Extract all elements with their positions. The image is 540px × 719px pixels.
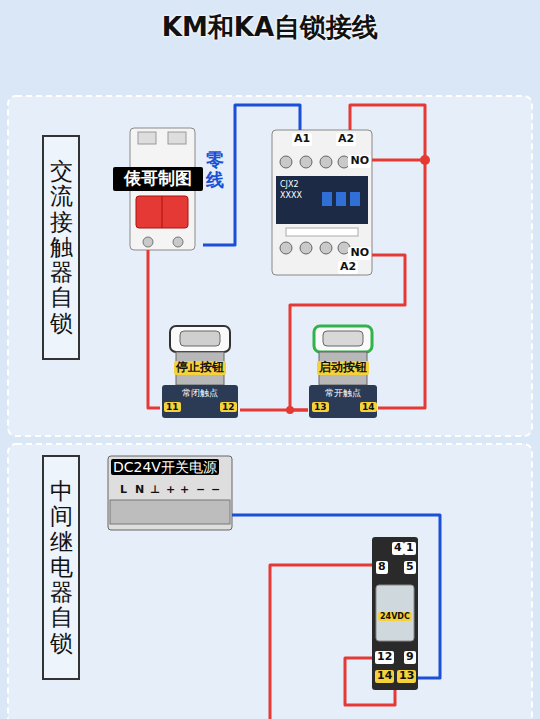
contactor-label: XXXX bbox=[280, 191, 302, 200]
contactor-symbol bbox=[276, 176, 368, 224]
contactor-symbol bbox=[322, 192, 332, 206]
wire bbox=[270, 105, 425, 719]
junction-dot bbox=[286, 155, 430, 414]
wire bbox=[345, 658, 395, 705]
start-button-label: 14 bbox=[360, 402, 377, 412]
start-button-symbol bbox=[323, 331, 363, 346]
stop-button-symbol bbox=[180, 331, 220, 346]
breaker: 俵哥制图 bbox=[113, 125, 203, 250]
section-box: 交流接触器自锁 bbox=[42, 135, 80, 360]
breaker-symbol bbox=[162, 196, 163, 228]
relay-label: 12 bbox=[375, 651, 394, 664]
power-supply: DC24V开关电源LN⊥++−− bbox=[108, 456, 232, 530]
relay-symbol bbox=[376, 585, 414, 641]
contactor-symbol bbox=[272, 130, 372, 275]
power-supply-symbol bbox=[108, 456, 232, 530]
contactor-symbol bbox=[350, 192, 360, 206]
contactor-symbol bbox=[320, 242, 332, 254]
stop-button: 停止按钮常闭触点11 12 bbox=[160, 322, 240, 418]
wire bbox=[350, 105, 425, 160]
relay-label: 13 bbox=[397, 670, 416, 683]
stop-button-label: 11 bbox=[164, 402, 181, 412]
wire bbox=[203, 105, 300, 245]
stop-button-symbol bbox=[170, 326, 230, 352]
stop-button-label: 常闭触点 bbox=[182, 388, 218, 398]
panel bbox=[8, 96, 532, 719]
contactor-symbol bbox=[280, 156, 292, 168]
section-box: 中间继电器自锁 bbox=[42, 455, 80, 680]
contactor-symbol bbox=[320, 156, 332, 168]
power-supply-label: L bbox=[120, 484, 127, 497]
relay-label: 24VDC bbox=[378, 612, 412, 621]
power-supply-label: + bbox=[166, 484, 175, 497]
stop-button-symbol bbox=[162, 326, 238, 418]
contactor-label: A2 bbox=[338, 261, 358, 274]
contactor-symbol bbox=[280, 242, 292, 254]
contactor-label: NO bbox=[348, 155, 371, 168]
start-button-label: 13 bbox=[312, 402, 329, 412]
relay-symbol bbox=[372, 537, 418, 690]
relay-label: 5 bbox=[404, 561, 416, 574]
start-button-symbol bbox=[309, 385, 377, 418]
contactor-label: A1 bbox=[292, 133, 312, 146]
breaker-symbol bbox=[143, 237, 153, 247]
relay-label: 8 bbox=[376, 561, 388, 574]
start-button-symbol bbox=[309, 326, 377, 418]
breaker-symbol bbox=[136, 196, 188, 228]
power-supply-symbol bbox=[108, 456, 232, 530]
wire bbox=[372, 160, 425, 408]
contactor-symbol bbox=[300, 156, 312, 168]
panel bbox=[8, 444, 532, 719]
start-button: 启动按钮常开触点 13 14 bbox=[308, 322, 378, 418]
contactor-label: CJX2 bbox=[280, 180, 299, 189]
wire bbox=[290, 255, 405, 410]
relay-label: 4 bbox=[392, 542, 404, 555]
relay-label: 14 bbox=[375, 670, 394, 683]
power-supply-label: − bbox=[196, 484, 205, 497]
panel bbox=[8, 96, 532, 436]
wire bbox=[232, 515, 440, 678]
power-supply-label: − bbox=[211, 484, 220, 497]
stop-button-label: 停止按钮 bbox=[174, 361, 226, 375]
power-supply-label: DC24V开关电源 bbox=[111, 459, 219, 475]
stop-button-symbol bbox=[162, 385, 238, 418]
relay: 41 8 5 24VDC 12 9 1413 bbox=[372, 537, 418, 690]
contactor-symbol bbox=[272, 130, 372, 275]
power-supply-label: ⊥ bbox=[150, 484, 160, 497]
contactor-symbol bbox=[336, 192, 346, 206]
title: KM和KA自锁接线 bbox=[0, 10, 540, 45]
relay-label: 9 bbox=[404, 651, 416, 664]
relay-label: 1 bbox=[404, 542, 416, 555]
contactor-label: A2 bbox=[336, 133, 356, 146]
start-button-symbol bbox=[314, 326, 372, 352]
power-supply-label: + bbox=[180, 484, 189, 497]
start-button-label: 启动按钮 bbox=[317, 361, 369, 375]
power-supply-label: N bbox=[135, 484, 144, 497]
contactor-symbol bbox=[300, 242, 312, 254]
contactor: A1A2NOCJX2XXXXNOA2 bbox=[272, 130, 372, 275]
relay-symbol bbox=[372, 537, 418, 690]
contactor-label: NO bbox=[348, 247, 371, 260]
start-button-label: 常开触点 bbox=[325, 388, 361, 398]
section-title: 中间继电器自锁 bbox=[50, 479, 73, 656]
breaker-label: 俵哥制图 bbox=[113, 167, 203, 191]
contactor-symbol bbox=[286, 228, 358, 236]
wire-label: 零线 bbox=[206, 150, 224, 190]
stop-button-label: 12 bbox=[220, 402, 237, 412]
breaker-symbol bbox=[168, 132, 186, 144]
wire bbox=[148, 250, 160, 408]
breaker-symbol bbox=[138, 132, 156, 144]
wire bbox=[270, 565, 372, 719]
breaker-symbol bbox=[173, 237, 183, 247]
power-supply-symbol bbox=[110, 500, 230, 524]
section-title: 交流接触器自锁 bbox=[50, 159, 73, 336]
